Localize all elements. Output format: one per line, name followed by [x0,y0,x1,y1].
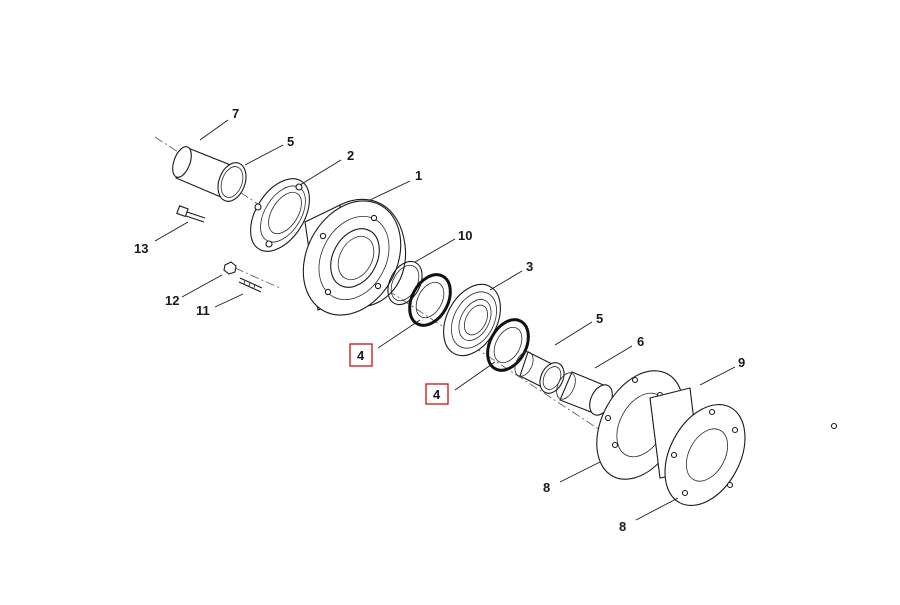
part-12-nut [223,261,237,275]
callout-1: 1 [415,168,422,183]
leader-lines [154,119,736,521]
part-11-stud [238,277,263,293]
callout-5-lower: 5 [596,311,603,326]
callout-2: 2 [347,148,354,163]
highlight-box-4-second [425,383,449,405]
callout-6: 6 [637,334,644,349]
part-13-bolt [176,205,206,223]
part-5-sleeve-lower [514,351,565,394]
loose-rivet [830,422,838,430]
callout-12: 12 [165,293,179,308]
part-4-seal-second [486,318,530,372]
part-1-housing [302,198,407,316]
lower-axis-line [234,267,281,289]
callout-8-second: 8 [619,519,626,534]
highlight-box-4-first [349,343,373,367]
callout-8-first: 8 [543,480,550,495]
part-3-bearing [443,283,501,357]
part-7-sleeve [172,146,247,202]
callout-10: 10 [458,228,472,243]
callout-9: 9 [738,355,745,370]
callout-7: 7 [232,106,239,121]
callout-4-first: 4 [357,348,365,363]
part-2-cover-flange [250,178,310,252]
part-4-seal-first [408,273,452,327]
callout-5-upper: 5 [287,134,294,149]
callout-13: 13 [134,241,148,256]
part-8-flange-plate-second [664,404,746,506]
callout-3: 3 [526,259,533,274]
callout-11: 11 [196,303,210,318]
callout-4-second: 4 [433,387,441,402]
